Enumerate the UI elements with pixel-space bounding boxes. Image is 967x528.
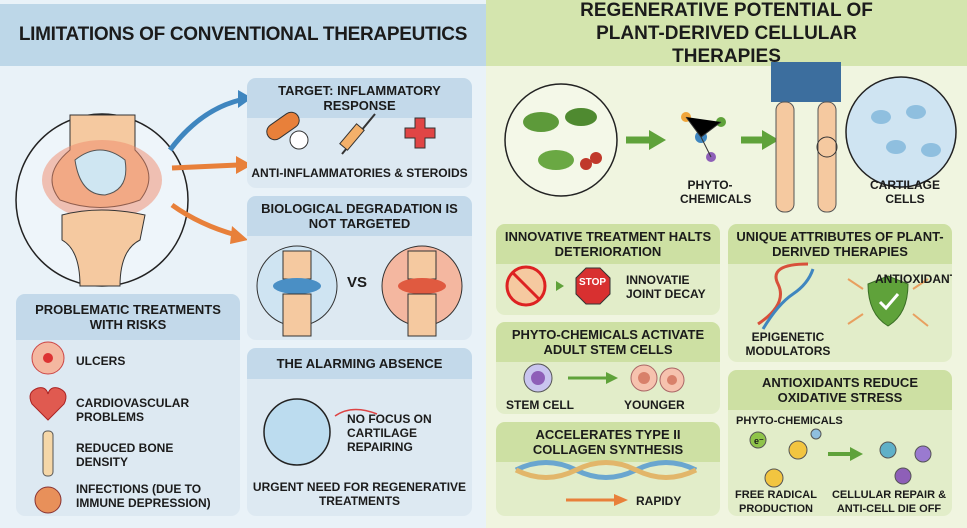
target-caption: ANTI-INFLAMMATORIES & STEROIDS xyxy=(251,166,468,180)
innovative-panel: INNOVATIVE TREATMENT HALTS DETERIORATION… xyxy=(496,224,720,315)
cartilage-label: CARTILAGE CELLS xyxy=(870,178,940,206)
problematic-title: PROBLEMATIC TREATMENTS WITH RISKS xyxy=(16,294,240,340)
absence-footer: URGENT NEED FOR REGENERATIVE TREATMENTS xyxy=(252,480,467,508)
stop-label: STOP xyxy=(579,277,607,288)
cartilage-cells-icon xyxy=(845,76,957,188)
problematic-panel: PROBLEMATIC TREATMENTS WITH RISKS ULCERS… xyxy=(16,294,240,516)
vs-label: VS xyxy=(347,274,368,291)
risk-item: CARDIOVASCULAR PROBLEMS xyxy=(76,396,190,424)
oxidative-title: ANTIOXIDANTS REDUCE OXIDATIVE STRESS xyxy=(728,370,952,410)
absence-title: THE ALARMING ABSENCE xyxy=(247,348,472,379)
innovative-title: INNOVATIVE TREATMENT HALTS DETERIORATION xyxy=(496,224,720,264)
bone-joint-icon xyxy=(42,430,54,477)
degradation-title: BIOLOGICAL DEGRADATION IS NOT TARGETED xyxy=(247,196,472,236)
absence-note: NO FOCUS ON CARTILAGE REPAIRING xyxy=(347,412,432,454)
therapy-flow-illustration xyxy=(504,62,957,213)
arrow-orange-2 xyxy=(170,202,237,238)
healthy-knee-icon xyxy=(256,245,338,337)
no-knee-icon xyxy=(505,265,547,307)
arrow-red xyxy=(334,408,378,417)
molecule-icon xyxy=(879,441,897,459)
human-legs-icon xyxy=(771,62,841,213)
degradation-panel: BIOLOGICAL DEGRADATION IS NOT TARGETED V… xyxy=(247,196,472,340)
antioxidants-label: ANTIOXIDANTS xyxy=(875,272,952,286)
molecule-icon xyxy=(681,112,726,162)
electron-icon xyxy=(788,440,808,460)
electron-icon xyxy=(749,431,767,449)
free-radical-label: FREE RADICAL PRODUCTION xyxy=(735,489,817,515)
stem-to-label: YOUNGER CELLS xyxy=(624,398,685,414)
ulcer-icon xyxy=(31,341,65,375)
left-title: LIMITATIONS OF CONVENTIONAL THERAPEUTICS xyxy=(0,4,486,66)
arrow-orange-1 xyxy=(171,162,239,171)
epigenetic-label: EPIGENETIC MODULATORS xyxy=(745,330,831,358)
electron-icon xyxy=(810,428,822,440)
pill-icon xyxy=(266,111,309,150)
collagen-title: ACCELERATES TYPE II COLLAGEN SYNTHESIS xyxy=(496,422,720,462)
stem-title: PHYTO-CHEMICALS ACTIVATE ADULT STEM CELL… xyxy=(496,322,720,362)
collagen-helix-icon xyxy=(514,460,698,506)
dna-icon xyxy=(757,262,815,330)
oxidative-panel: ANTIOXIDANTS REDUCE OXIDATIVE STRESS PHY… xyxy=(728,370,952,516)
target-title: TARGET: INFLAMMATORY RESPONSE xyxy=(247,78,472,118)
phyto-label: PHYTO-CHEMICALS xyxy=(680,178,752,206)
collagen-caption: RAPIDY xyxy=(636,494,682,508)
plants-icon xyxy=(504,83,618,197)
heart-icon xyxy=(29,387,67,421)
medical-cross-icon xyxy=(404,117,436,149)
shield-check-icon xyxy=(847,275,929,327)
electron-label: e⁻ xyxy=(754,436,764,446)
damaged-knee-icon xyxy=(381,245,463,337)
innovative-caption: INNOVATIE JOINT DECAY xyxy=(626,273,706,301)
molecule-icon xyxy=(914,445,932,463)
arrow-blue xyxy=(168,97,241,152)
stem-cell-panel: PHYTO-CHEMICALS ACTIVATE ADULT STEM CELL… xyxy=(496,322,720,414)
cartilage-cell-icon xyxy=(263,398,331,466)
risk-item: ULCERS xyxy=(76,354,126,368)
virus-icon xyxy=(34,486,62,514)
risk-item: INFECTIONS (DUE TO IMMUNE DEPRESSION) xyxy=(76,482,211,510)
target-panel: TARGET: INFLAMMATORY RESPONSE ANTI-INFLA… xyxy=(247,78,472,188)
right-title: REGENERATIVE POTENTIAL OF PLANT-DERIVED … xyxy=(486,0,967,67)
syringe-icon xyxy=(339,113,376,155)
repair-label: CELLULAR REPAIR & ANTI-CELL DIE OFF xyxy=(831,489,947,515)
unique-attributes-panel: UNIQUE ATTRIBUTES OF PLANT-DERIVED THERA… xyxy=(728,224,952,362)
collagen-panel: ACCELERATES TYPE II COLLAGEN SYNTHESIS R… xyxy=(496,422,720,516)
oxidative-phyto-label: PHYTO-CHEMICALS xyxy=(736,415,843,427)
unique-title: UNIQUE ATTRIBUTES OF PLANT-DERIVED THERA… xyxy=(728,224,952,264)
inflamed-knee-illustration xyxy=(15,90,252,287)
electron-icon xyxy=(764,468,784,488)
risk-item: REDUCED BONE DENSITY xyxy=(76,441,174,469)
stem-from-label: STEM CELL xyxy=(506,398,574,412)
stop-sign-icon xyxy=(575,267,611,305)
molecule-icon xyxy=(894,467,912,485)
absence-panel: THE ALARMING ABSENCE NO FOCUS ON CARTILA… xyxy=(247,348,472,516)
